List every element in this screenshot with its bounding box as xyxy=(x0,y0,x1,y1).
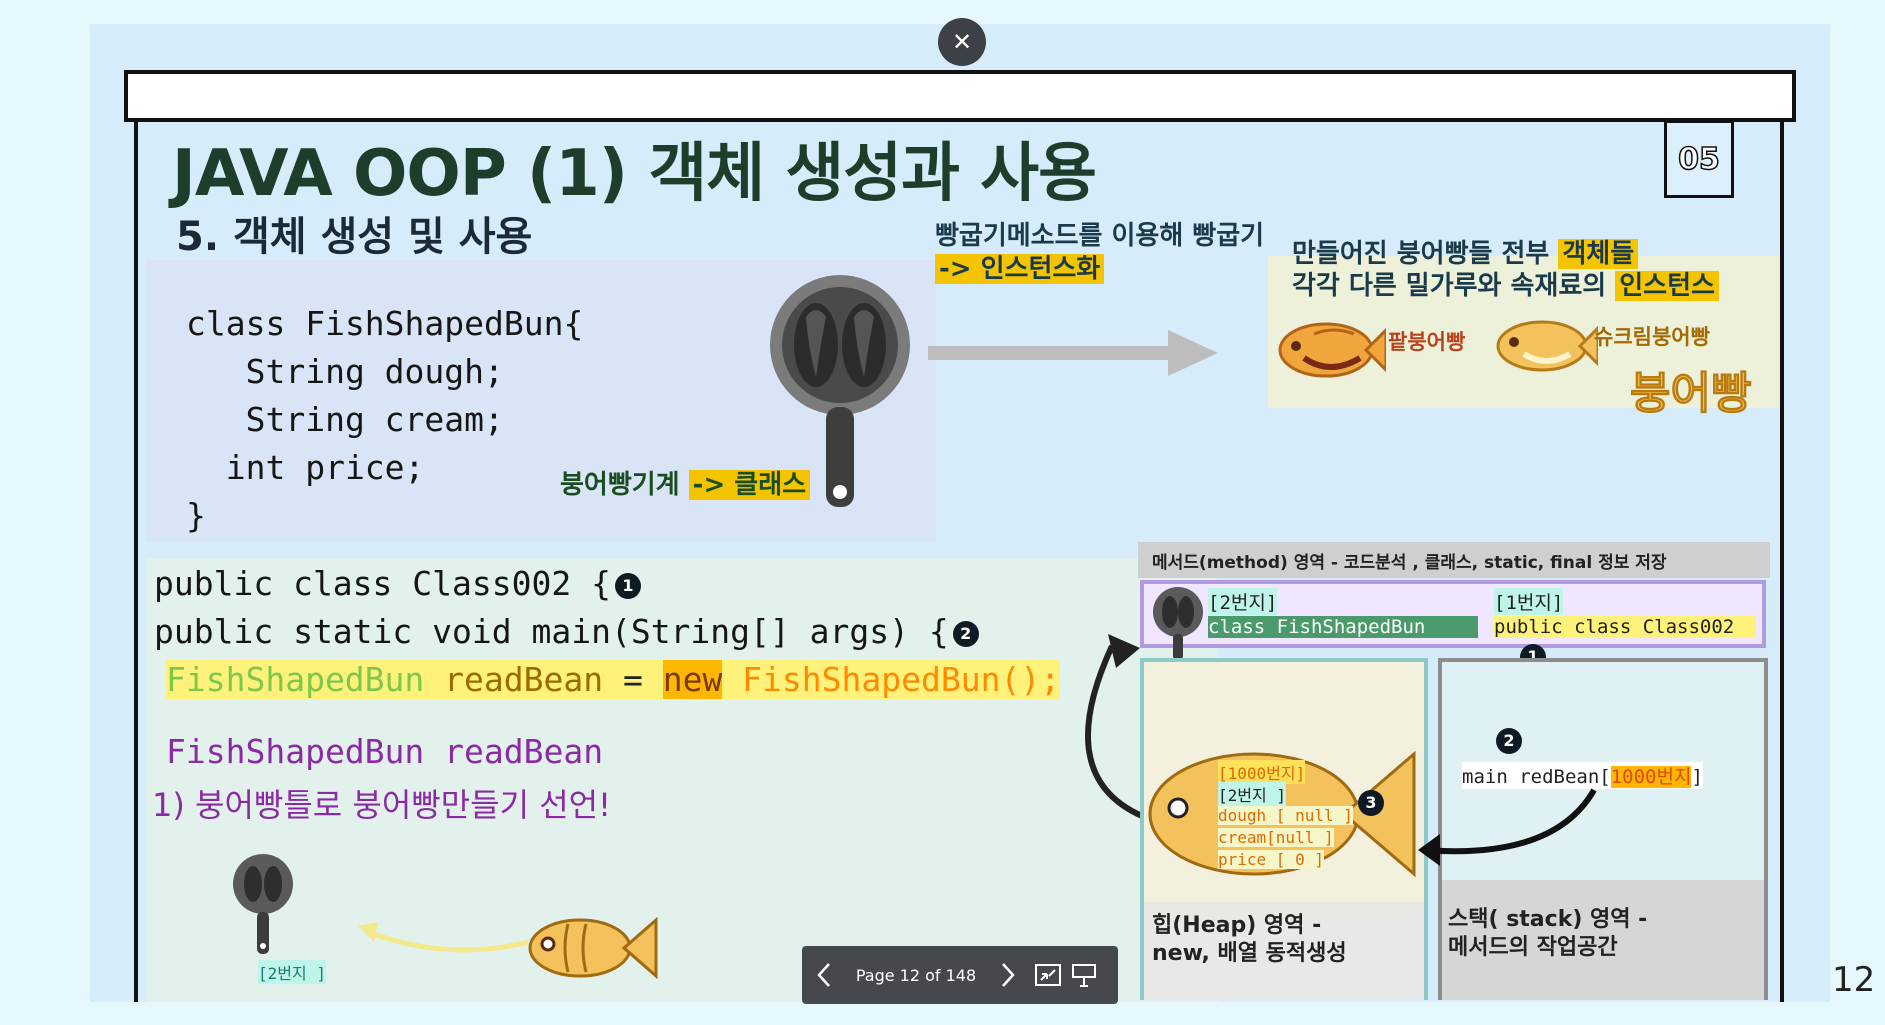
main-line-3: FishShapedBun readBean = new FishShapedB… xyxy=(166,660,1061,699)
method-pan-icon xyxy=(1153,587,1203,660)
slide: JAVA OOP (1) 객체 생성과 사용 05 5. 객체 생성 및 사용 … xyxy=(90,24,1830,1002)
curved-arrow-icon xyxy=(1085,634,1144,819)
step-marker-1: 1 xyxy=(614,572,641,599)
stack-area: 2 main redBean[1000번지] 스택( stack) 영역 - 메서… xyxy=(1418,658,1768,1000)
stack-frame-end: ] xyxy=(1691,766,1703,788)
step-marker-2: 2 xyxy=(952,620,979,647)
heap-addr: [1000번지] xyxy=(1218,760,1306,784)
method-class: class FishShapedBun xyxy=(1208,616,1478,638)
stack-frame-main: main redBean[ xyxy=(1462,766,1611,788)
type-token: FishShapedBun xyxy=(166,660,425,699)
section-badge-number: 05 xyxy=(1677,141,1720,178)
assign-token: = xyxy=(603,660,663,699)
main-line-1-text: public class Class002 { xyxy=(154,564,611,603)
heap-step-marker: 3 xyxy=(1358,790,1384,816)
close-button[interactable]: ✕ xyxy=(938,18,986,66)
section-badge: 05 xyxy=(1664,120,1734,198)
stack-footer-line1: 스택( stack) 영역 - xyxy=(1448,907,1648,932)
stack-footer-bg xyxy=(1442,880,1764,1000)
instantiate-line1: 빵굽기메소드를 이용해 빵굽기 xyxy=(935,221,1265,251)
main-code-box xyxy=(146,558,1218,1002)
arrow-right-icon xyxy=(928,330,1218,376)
board-right-edge xyxy=(1780,122,1784,1002)
address-tag: [2번지 ] xyxy=(258,960,326,984)
heap-footer: 힙(Heap) 영역 - new, 배열 동적생성 xyxy=(1152,912,1347,968)
method-public-class: public class Class002 xyxy=(1494,616,1756,638)
yellow-arrow-icon xyxy=(358,922,529,953)
method-addr2: [2번지] xyxy=(1208,588,1278,615)
stack-frame: main redBean[1000번지] xyxy=(1462,762,1703,789)
constructor-token: FishShapedBun(); xyxy=(722,660,1061,699)
buns-line2: 각각 다른 밀가루와 속재료의 xyxy=(1292,271,1616,301)
heap-footer-line1: 힙(Heap) 영역 - xyxy=(1152,913,1322,938)
stack-footer: 스택( stack) 영역 - 메서드의 작업공간 xyxy=(1448,906,1647,962)
method-addr1: [1번지] xyxy=(1494,588,1564,615)
bun-word-art: 붕어빵 xyxy=(1629,368,1752,420)
heap-ref: [2번지 ] xyxy=(1218,782,1286,806)
next-page-button[interactable] xyxy=(986,946,1030,1004)
class-code: class FishShapedBun{ String dough; Strin… xyxy=(186,304,584,535)
class-label: 붕어빵기계 -> 클래스 xyxy=(560,464,811,501)
declaration-note: 1) 붕어빵틀로 붕어빵만들기 선언! xyxy=(152,786,611,824)
page-toolbar: Page 12 of 148 xyxy=(802,946,1118,1004)
board-top xyxy=(124,70,1796,122)
red-bean-bun-icon xyxy=(1278,322,1386,378)
var-token: readBean xyxy=(424,660,604,699)
heap-price: price [ 0 ] xyxy=(1218,850,1324,869)
fish-icon xyxy=(528,916,658,980)
instantiate-line2: -> 인스턴스화 xyxy=(935,254,1105,284)
presenter-button[interactable] xyxy=(1066,946,1102,1004)
bun-mold-pan-icon xyxy=(770,275,910,507)
heap-footer-bg xyxy=(1144,902,1424,1000)
stack-frame-addr: 1000번지 xyxy=(1610,766,1692,788)
presentation-icon xyxy=(1072,964,1096,987)
stack-step-marker: 2 xyxy=(1496,728,1522,754)
prev-page-button[interactable] xyxy=(802,946,846,1004)
buns-caption: 만들어진 붕어빵들 전부 객체들 각각 다른 밀가루와 속재료의 인스턴스 xyxy=(1292,238,1719,302)
board-left-edge xyxy=(134,122,138,1002)
heap-cream: cream[null ] xyxy=(1218,828,1334,847)
slide-subtitle: 5. 객체 생성 및 사용 xyxy=(176,214,533,260)
slide-title: JAVA OOP (1) 객체 생성과 사용 xyxy=(172,137,1097,211)
heap-area: [1000번지] [2번지 ] dough [ null ] cream[nul… xyxy=(1140,658,1428,1000)
slide-number: 12 xyxy=(1832,960,1876,1000)
page-indicator: Page 12 of 148 xyxy=(855,965,977,985)
method-area-header: 메서드(method) 영역 - 코드분석 , 클래스, static, fin… xyxy=(1138,542,1770,578)
cream-bun-label: 슈크림붕어빵 xyxy=(1594,325,1710,349)
heap-footer-line2: new, 배열 동적생성 xyxy=(1152,941,1347,966)
buns-line1-highlight: 객체들 xyxy=(1558,239,1639,269)
chevron-left-icon xyxy=(817,963,830,987)
stack-footer-line2: 메서드의 작업공간 xyxy=(1448,935,1618,960)
small-pan-icon xyxy=(233,854,293,954)
memory-diagram: 메서드(method) 영역 - 코드분석 , 클래스, static, fin… xyxy=(1138,542,1770,1002)
main-line-2-text: public static void main(String[] args) { xyxy=(154,612,949,651)
red-bean-bun-label: 팥붕어빵 xyxy=(1388,330,1466,354)
buns-line1: 만들어진 붕어빵들 전부 xyxy=(1292,239,1559,269)
fit-to-page-icon xyxy=(1035,964,1061,986)
chevron-right-icon xyxy=(1002,963,1015,987)
declaration-line: FishShapedBun readBean xyxy=(166,732,604,771)
main-line-2: public static void main(String[] args) {… xyxy=(154,612,979,651)
class-label-text: 붕어빵기계 xyxy=(560,470,689,500)
class-label-highlight: -> 클래스 xyxy=(688,470,811,500)
buns-line2-highlight: 인스턴스 xyxy=(1615,271,1719,301)
cream-bun-icon xyxy=(1496,320,1598,372)
new-token: new xyxy=(662,660,723,699)
heap-dough: dough [ null ] xyxy=(1218,806,1353,825)
main-line-1: public class Class002 {1 xyxy=(154,564,641,603)
method-area: [2번지] class FishShapedBun [1번지] public c… xyxy=(1140,580,1766,670)
fit-page-button[interactable] xyxy=(1030,946,1066,1004)
instantiate-caption: 빵굽기메소드를 이용해 빵굽기 -> 인스턴스화 xyxy=(935,220,1264,286)
stack-to-heap-arrow-icon xyxy=(1418,788,1597,866)
